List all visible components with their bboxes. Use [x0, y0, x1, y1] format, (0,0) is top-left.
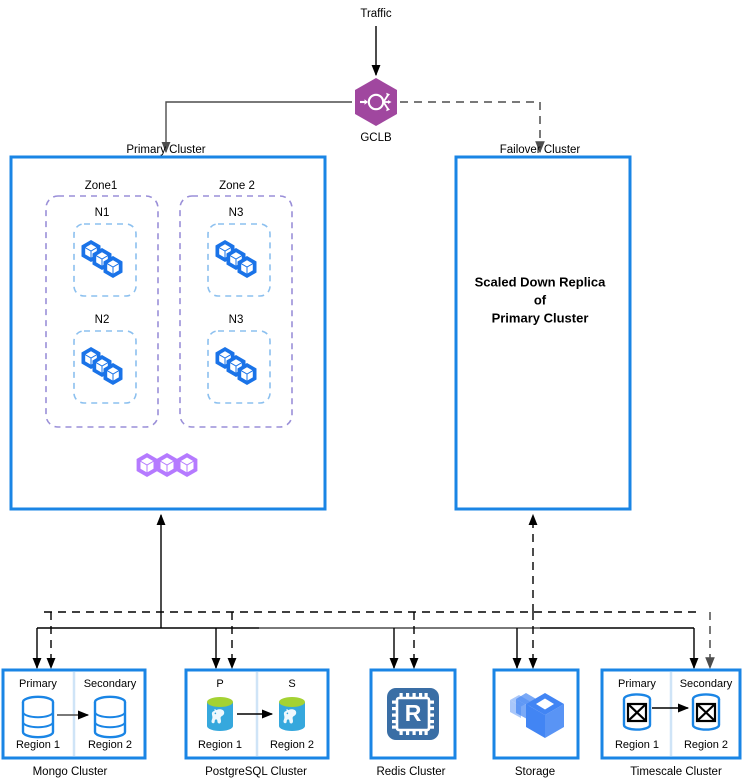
failover-cluster-label: Failover Cluster [500, 144, 581, 156]
primary-cluster[interactable]: Primary Cluster Zone1 N1 N2 Zone 2 N3 [9, 144, 327, 511]
node-n2-label: N2 [95, 314, 110, 326]
node-n3-a-label: N3 [229, 207, 244, 219]
node-n3-b[interactable]: N3 [207, 314, 271, 404]
failover-body-line-1: Scaled Down Replica [475, 274, 607, 289]
redis-cluster-caption: Redis Cluster [376, 766, 445, 778]
zone-2[interactable]: Zone 2 N3 N3 [179, 180, 293, 428]
mongo-region-2-label: Region 2 [88, 739, 132, 751]
failover-cluster[interactable]: Failover Cluster Scaled Down Replica of … [454, 144, 632, 511]
postgres-region-1-label: Region 1 [198, 739, 242, 751]
timescale-database-icon [691, 693, 721, 731]
failover-body-line-2: of [534, 292, 547, 307]
mongo-primary-role-label: Primary [19, 678, 57, 690]
postgres-secondary-role-label: S [288, 678, 295, 690]
node-n3-a[interactable]: N3 [207, 207, 271, 297]
node-n1[interactable]: N1 [73, 207, 137, 297]
timescale-region-2-label: Region 2 [684, 739, 728, 751]
gclb-label: GCLB [360, 132, 392, 144]
node-n2[interactable]: N2 [73, 314, 137, 404]
zone-2-label: Zone 2 [219, 180, 255, 192]
traffic-label: Traffic [360, 8, 392, 20]
primary-cluster-label: Primary Cluster [126, 144, 205, 156]
storage[interactable]: Storage [492, 668, 580, 778]
postgresql-cluster[interactable]: P S Region 1 Region 2 PostgreSQL Cluster [184, 668, 330, 778]
zone-1-box[interactable] [45, 195, 159, 428]
postgres-region-2-label: Region 2 [270, 739, 314, 751]
timescale-primary-role-label: Primary [618, 678, 656, 690]
timescale-secondary-role-label: Secondary [680, 678, 733, 690]
load-balancer-icon[interactable] [353, 76, 399, 128]
mongo-cluster[interactable]: Primary Secondary Region 1 Region 2 Mong… [1, 668, 147, 778]
zone-1-label: Zone1 [85, 180, 118, 192]
gclb-to-failover-connector [400, 101, 545, 154]
timescale-cluster-caption: Timescale Cluster [630, 766, 722, 778]
mongo-secondary-role-label: Secondary [84, 678, 137, 690]
node-n3-b-box[interactable] [207, 330, 271, 404]
database-cylinder-icon [21, 695, 55, 739]
gclb-to-primary-connector [161, 101, 352, 154]
mongo-region-1-label: Region 1 [16, 739, 60, 751]
postgres-elephant-icon [207, 697, 233, 731]
zone-1[interactable]: Zone1 N1 N2 [45, 180, 159, 428]
failover-cluster-box[interactable] [454, 155, 632, 511]
redis-chip-icon [385, 686, 441, 742]
postgres-elephant-icon [279, 697, 305, 731]
database-cylinder-icon [93, 695, 127, 739]
zone-2-box[interactable] [179, 195, 293, 428]
node-n1-label: N1 [95, 207, 110, 219]
timescale-database-icon [622, 693, 652, 731]
node-n1-box[interactable] [73, 223, 137, 297]
postgres-primary-role-label: P [216, 678, 223, 690]
timescale-region-1-label: Region 1 [615, 739, 659, 751]
failover-body-line-3: Primary Cluster [492, 310, 589, 325]
node-n3-a-box[interactable] [207, 223, 271, 297]
node-n2-box[interactable] [73, 330, 137, 404]
traffic-node: Traffic [360, 8, 392, 77]
storage-caption: Storage [515, 766, 555, 778]
timescale-cluster[interactable]: Primary Secondary Region 1 Region 2 Time… [600, 668, 742, 778]
gclb-node[interactable]: GCLB [353, 76, 399, 144]
k8s-services-icon [136, 452, 198, 478]
node-n3-b-label: N3 [229, 314, 244, 326]
mongo-cluster-caption: Mongo Cluster [33, 766, 108, 778]
primary-cluster-box[interactable] [9, 155, 327, 511]
postgresql-cluster-caption: PostgreSQL Cluster [205, 766, 307, 778]
redis-cluster[interactable]: Redis Cluster [369, 668, 457, 778]
